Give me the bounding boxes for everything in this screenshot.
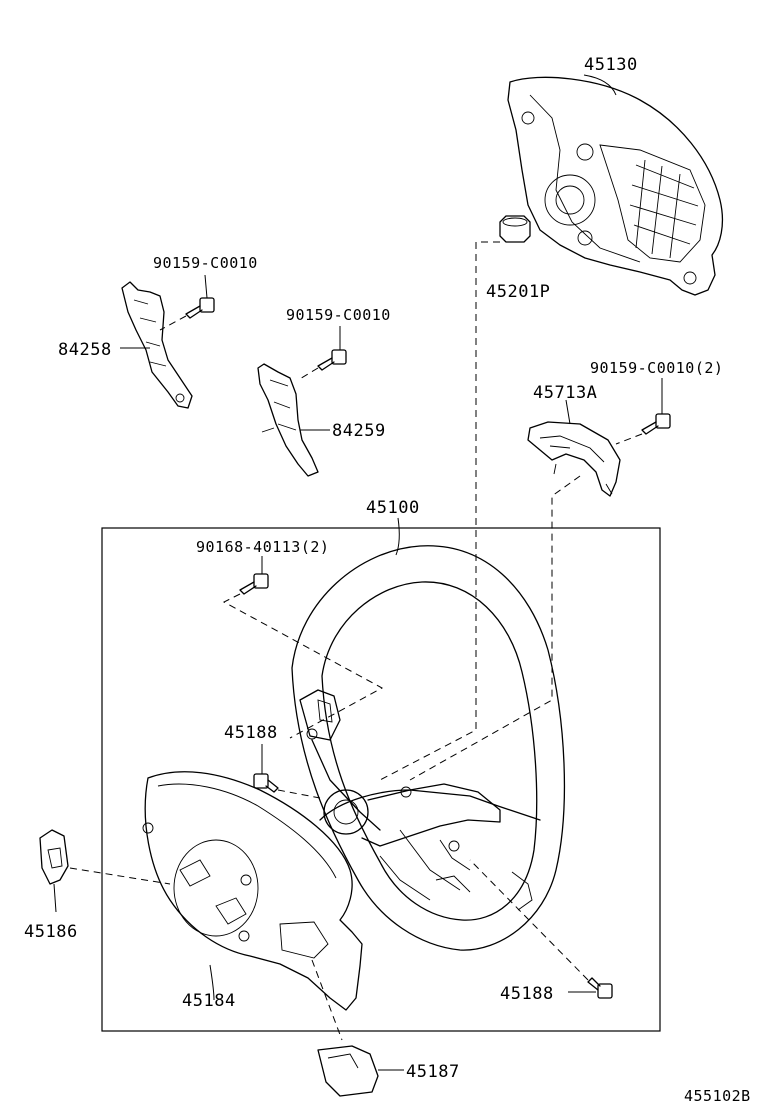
label-90168: 90168-40113(2) [196, 538, 329, 556]
screw-45188-b[interactable] [587, 977, 613, 999]
guide-45188-b [469, 859, 589, 981]
label-90159-a: 90159-C0010 [153, 254, 258, 272]
label-90159-c: 90159-C0010(2) [590, 359, 723, 377]
label-45201P: 45201P [486, 282, 550, 302]
bolt-90159-a[interactable] [185, 297, 215, 319]
part-45187-cover[interactable] [317, 1045, 379, 1097]
part-45100-steering-wheel[interactable] [291, 545, 566, 951]
part-45186-cap[interactable] [39, 829, 69, 885]
label-45100: 45100 [366, 498, 420, 518]
label-45187: 45187 [406, 1062, 460, 1082]
part-45201P-nut[interactable] [499, 215, 531, 243]
label-45130: 45130 [584, 55, 638, 75]
label-45188-a: 45188 [224, 723, 278, 743]
part-45713A-cover[interactable] [527, 421, 621, 497]
label-45184: 45184 [182, 991, 236, 1011]
guide-nut-to-hub [379, 241, 500, 781]
bolt-90168[interactable] [239, 573, 269, 595]
figure-id: 455102B [684, 1087, 751, 1105]
label-45188-b: 45188 [500, 984, 554, 1004]
guide-90168 [222, 593, 384, 739]
label-45713A: 45713A [533, 383, 597, 403]
bolt-90159-b[interactable] [317, 349, 347, 371]
part-84258-bracket[interactable] [121, 281, 193, 409]
assembly-frame [101, 527, 661, 1032]
guide-45187 [311, 959, 343, 1041]
label-45186: 45186 [24, 922, 78, 942]
guide-45188-a [277, 789, 321, 799]
label-84258: 84258 [58, 340, 112, 360]
label-90159-b: 90159-C0010 [286, 306, 391, 324]
part-84259-bracket[interactable] [257, 363, 319, 477]
bolt-90159-c[interactable] [641, 413, 671, 435]
part-45130-horn-pad[interactable] [507, 76, 724, 296]
guide-cover-to-hub [409, 475, 581, 781]
guide-45186 [69, 867, 171, 885]
part-45184-lower-cover[interactable] [142, 771, 363, 1011]
screw-45188-a[interactable] [253, 773, 279, 793]
label-84259: 84259 [332, 421, 386, 441]
